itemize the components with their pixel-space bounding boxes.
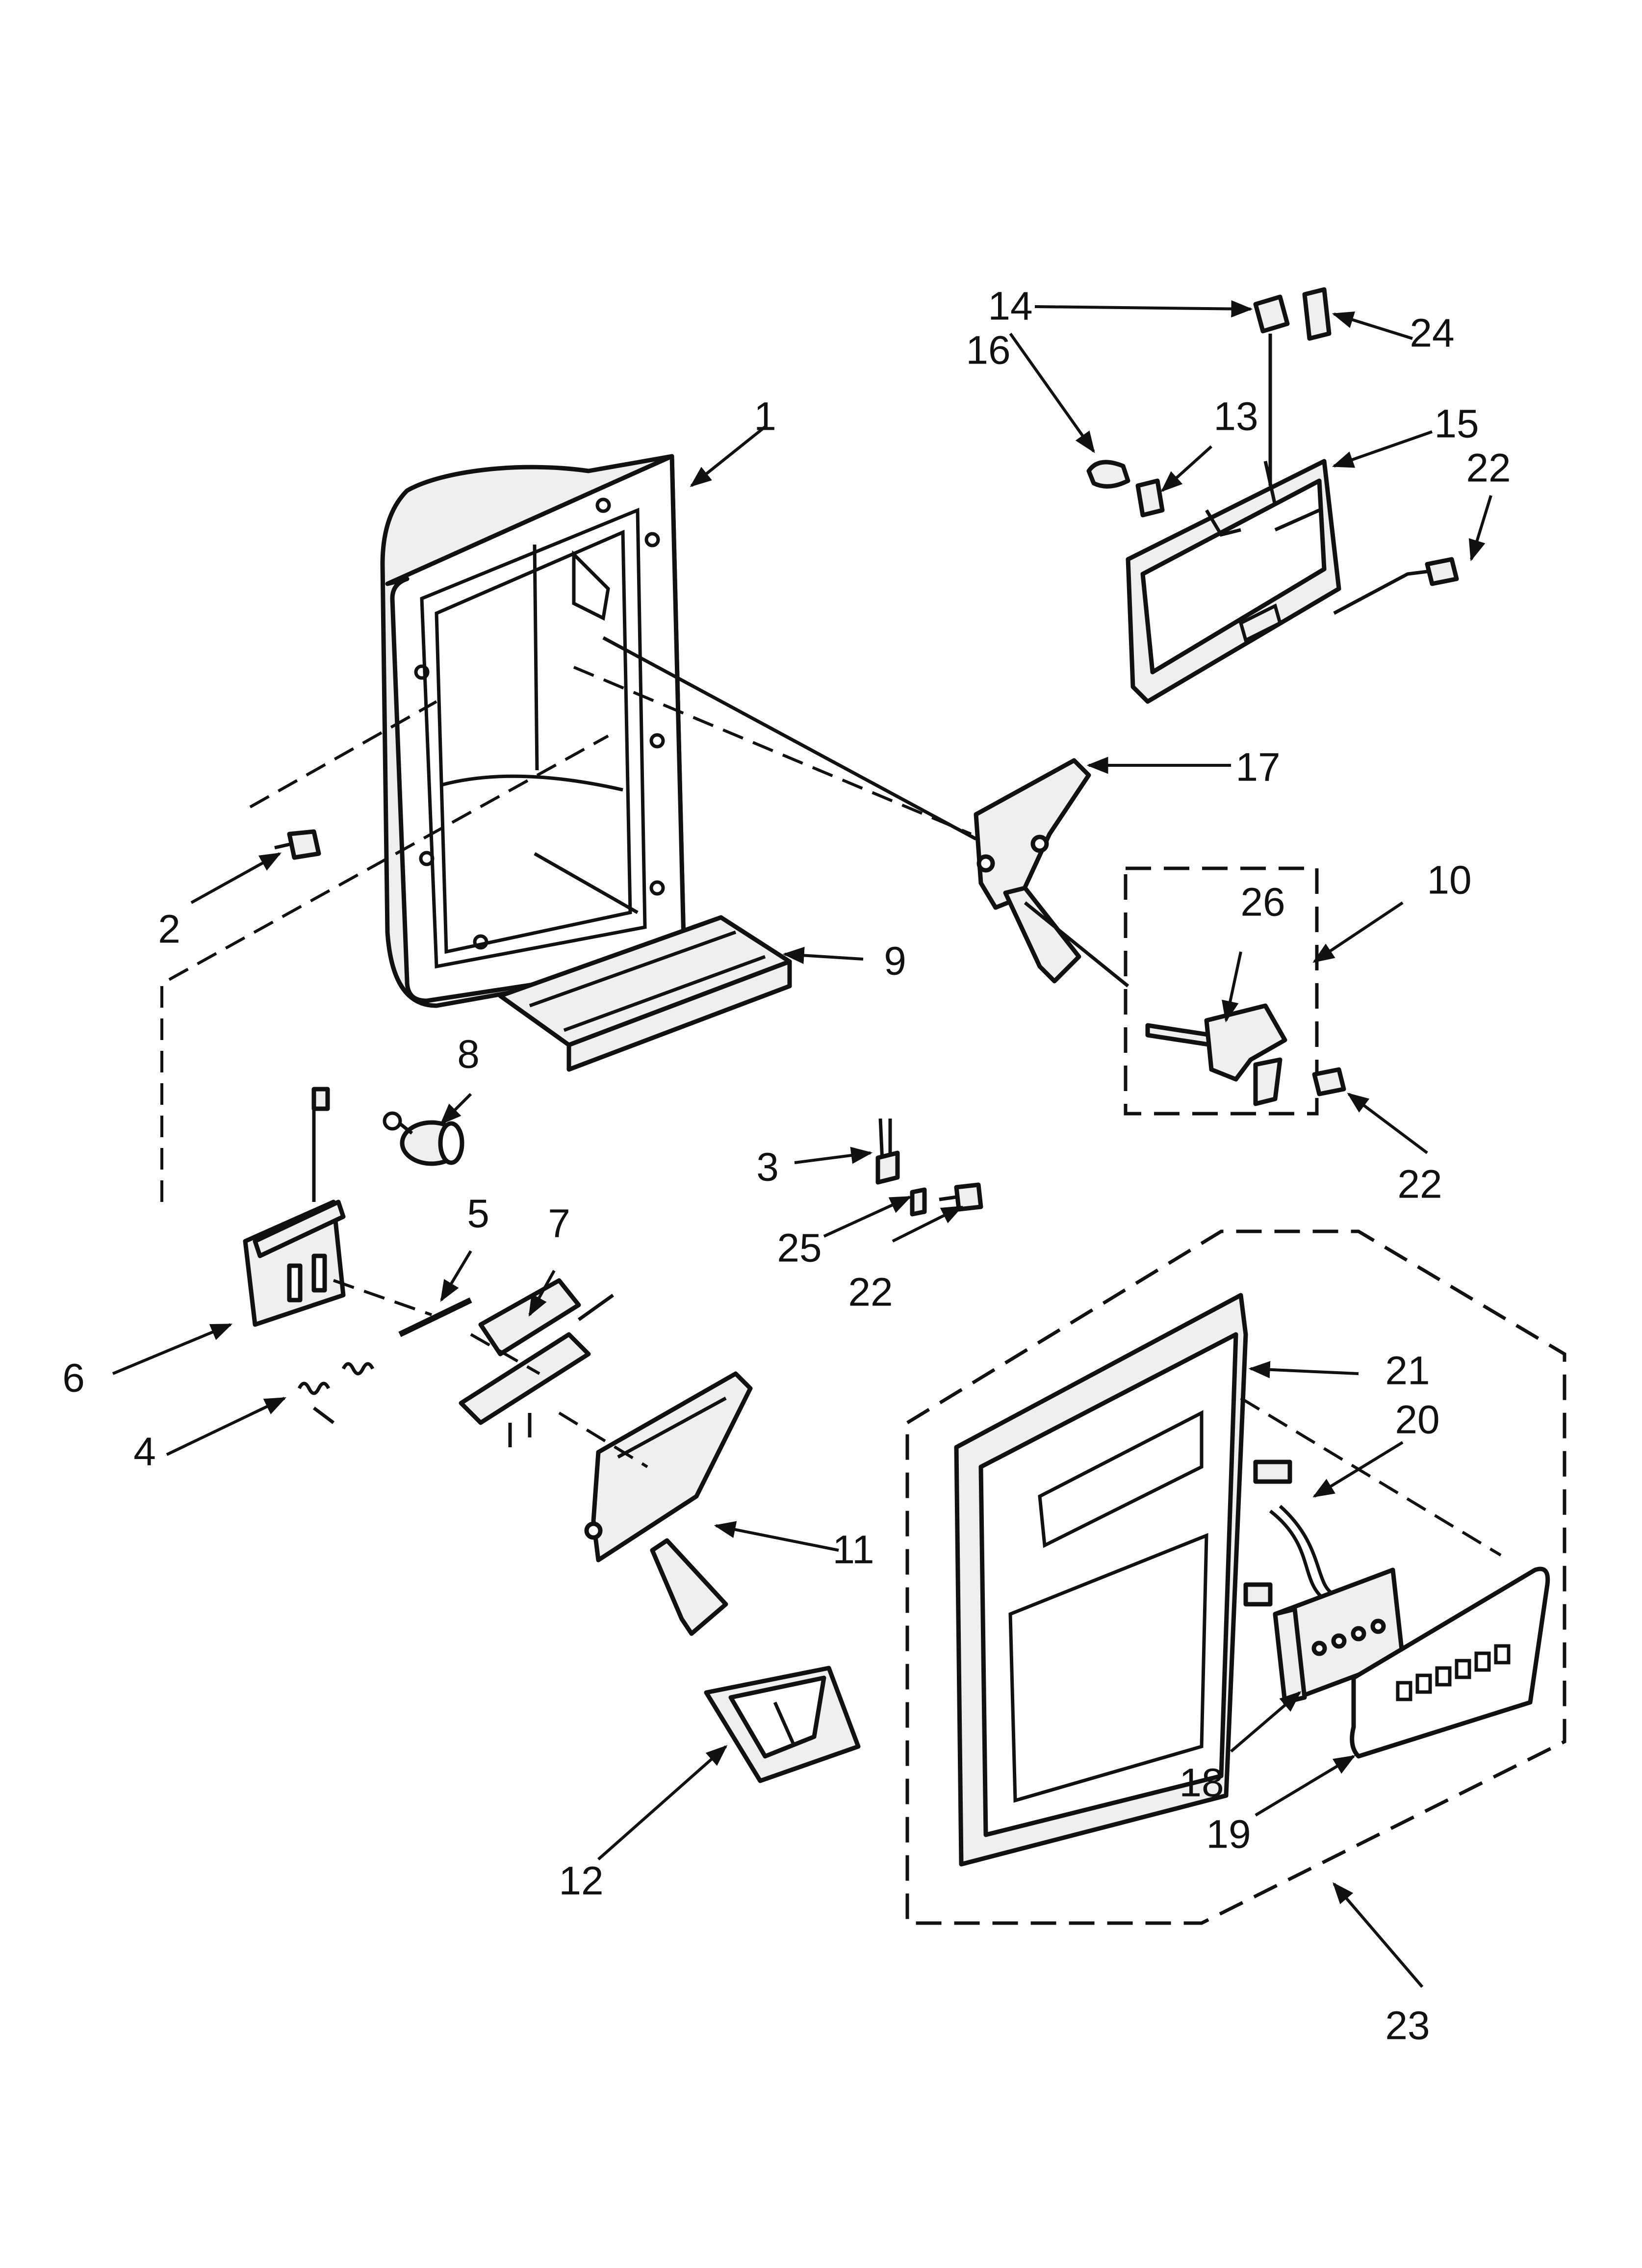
callout-6: 6 xyxy=(62,1356,85,1401)
callout-24: 24 xyxy=(1410,311,1454,356)
callout-11: 11 xyxy=(832,1528,874,1572)
callout-3: 3 xyxy=(756,1145,779,1190)
callout-5: 5 xyxy=(467,1192,489,1236)
callout-22-b: 22 xyxy=(1397,1162,1442,1207)
callout-22-c: 22 xyxy=(848,1270,893,1315)
callout-2: 2 xyxy=(158,907,180,952)
callout-17: 17 xyxy=(1235,745,1280,790)
part-12-ice-chute xyxy=(704,1666,861,1783)
callout-8: 8 xyxy=(457,1032,480,1077)
alignment-lines xyxy=(160,636,1502,1557)
callout-1: 1 xyxy=(754,394,776,439)
part-11-ice-paddle xyxy=(584,1371,753,1636)
part-5-rod xyxy=(398,1297,472,1337)
part-9-drip-tray xyxy=(498,915,792,1072)
callout-18: 18 xyxy=(1179,1761,1224,1805)
callout-23: 23 xyxy=(1385,2004,1430,2048)
callout-15: 15 xyxy=(1434,402,1479,446)
leader-lines xyxy=(112,300,1492,1988)
part-10-switch-kit-boundary xyxy=(1124,866,1319,1116)
callout-7: 7 xyxy=(548,1201,570,1246)
part-22-screw-a xyxy=(939,1182,983,1212)
callout-16: 16 xyxy=(966,328,1010,373)
callout-4: 4 xyxy=(133,1430,156,1474)
part-22-screw-c xyxy=(1333,557,1459,615)
callout-20: 20 xyxy=(1395,1398,1439,1442)
callout-9: 9 xyxy=(884,939,906,984)
part-25-shim xyxy=(910,1187,927,1217)
part-2-screw xyxy=(274,829,321,860)
callout-21: 21 xyxy=(1385,1349,1430,1393)
callout-22-a: 22 xyxy=(1466,446,1511,491)
callout-25: 25 xyxy=(777,1226,821,1271)
part-19-control-overlay xyxy=(1350,1566,1550,1759)
part-24-insulator xyxy=(1302,287,1332,341)
callout-26: 26 xyxy=(1240,880,1285,925)
part-3-clip xyxy=(875,1118,900,1185)
part-26-switch-bracket xyxy=(1145,1003,1287,1106)
part-13-socket xyxy=(1135,478,1165,518)
part-23-dispenser-front-boundary xyxy=(905,1229,1566,1925)
callout-labels: 1 2 3 4 5 6 7 8 9 10 11 12 13 14 15 16 1… xyxy=(62,284,1511,2048)
part-16-bulb xyxy=(1086,460,1130,489)
part-6-motor-assembly xyxy=(243,1087,346,1327)
part-17-lever xyxy=(974,758,1091,984)
part-4-springs xyxy=(297,1362,375,1424)
callout-14: 14 xyxy=(988,284,1032,329)
part-8-motor xyxy=(383,1111,464,1166)
callout-12: 12 xyxy=(559,1859,603,1903)
part-15-switch-bracket xyxy=(1126,459,1341,704)
callout-13: 13 xyxy=(1213,394,1258,439)
part-14-switch xyxy=(1253,294,1290,486)
part-21-front-panel xyxy=(954,1293,1248,1867)
callout-10: 10 xyxy=(1427,858,1471,903)
part-7-actuator xyxy=(459,1278,615,1447)
callout-19: 19 xyxy=(1206,1812,1251,1857)
part-1-housing-frame xyxy=(380,454,687,1008)
part-22-screw-b xyxy=(1312,1067,1346,1096)
